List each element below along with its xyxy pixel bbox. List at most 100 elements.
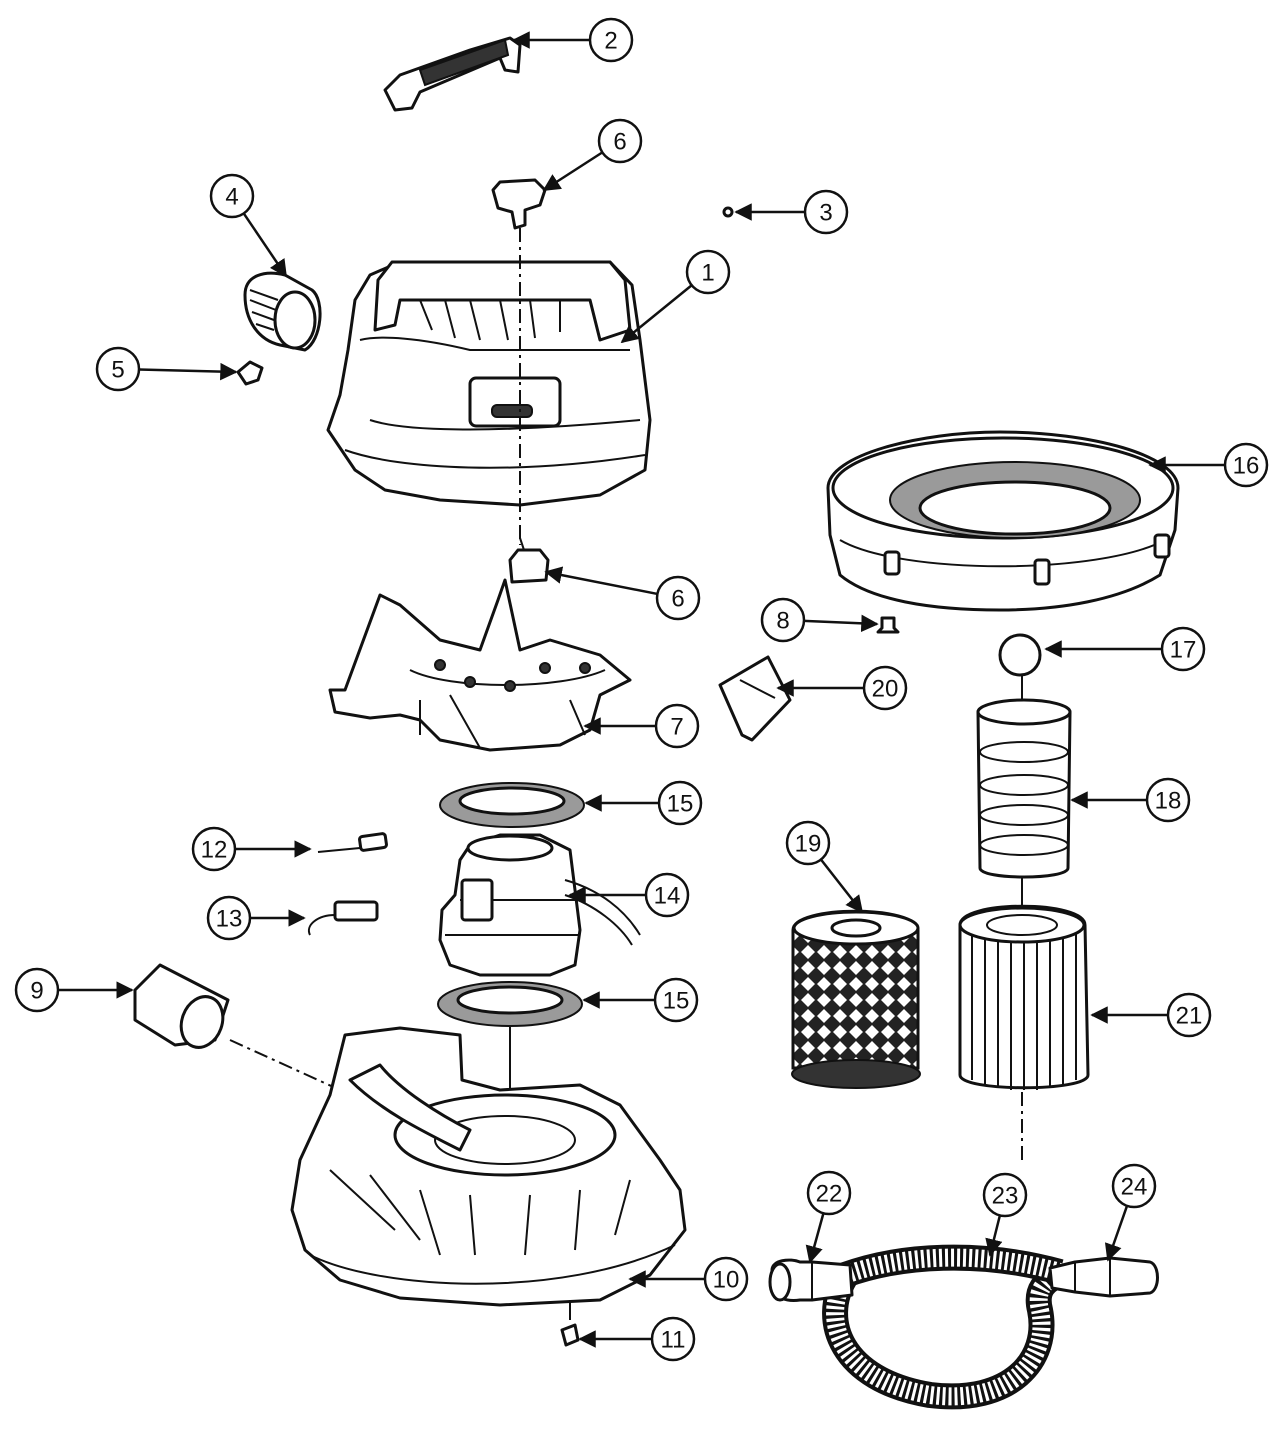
carry-handle-part: [383, 36, 522, 112]
callout-number: 1: [701, 260, 714, 287]
callout-12: 12: [191, 826, 312, 872]
callout-number: 20: [872, 676, 899, 703]
screw-part-8: [876, 616, 900, 634]
callout-circle: [1223, 442, 1269, 488]
callout-number: 4: [225, 184, 238, 211]
small-screw-part: [722, 206, 734, 218]
callout-circle: [1111, 1163, 1157, 1209]
callout-13: 13: [206, 895, 306, 941]
callout-number: 15: [663, 988, 690, 1015]
callout-circle: [1166, 992, 1212, 1038]
callout-circle: [644, 872, 690, 918]
cartridge-filter-part: [958, 904, 1090, 1090]
callout-circle: [653, 977, 699, 1023]
callout-leader-line: [985, 1215, 1003, 1257]
callout-19: 19: [785, 820, 864, 914]
callout-3: 3: [734, 189, 849, 235]
callout-number: 11: [661, 1327, 686, 1354]
callout-circle: [95, 346, 141, 392]
hose-assembly-part: [768, 1244, 1159, 1410]
callout-4: 4: [209, 173, 288, 278]
callout-number: 15: [667, 791, 694, 818]
base-part: [290, 1026, 687, 1320]
callout-leader-line: [620, 284, 693, 344]
callout-1: 1: [620, 249, 731, 344]
callout-11: 11: [578, 1316, 696, 1362]
callout-number: 19: [795, 831, 822, 858]
callout-circle: [191, 826, 237, 872]
callout-number: 6: [613, 129, 626, 156]
callout-leader-line: [819, 858, 864, 914]
callout-9: 9: [14, 967, 134, 1013]
adapter-sleeve-part: [133, 963, 230, 1049]
callout-15: 15: [582, 977, 699, 1023]
callout-circle: [1145, 777, 1191, 823]
callout-circle: [654, 703, 700, 749]
gasket-ring-lower: [437, 981, 583, 1027]
filter-ring-part: [826, 430, 1180, 612]
callout-leader-line: [242, 212, 288, 278]
callout-number: 5: [111, 357, 124, 384]
connector-part: [307, 900, 379, 936]
callout-number: 2: [604, 28, 617, 55]
callout-16: 16: [1148, 442, 1269, 488]
motor-housing-part: [326, 260, 652, 507]
callout-circle: [597, 118, 643, 164]
callout-20: 20: [776, 665, 908, 711]
callout-15: 15: [584, 780, 703, 826]
callout-8: 8: [760, 597, 879, 643]
callout-circle: [14, 967, 60, 1013]
sleeve-axis-line: [229, 1039, 341, 1091]
callout-leader-line: [542, 151, 604, 192]
callout-circle: [803, 189, 849, 235]
callout-circle: [760, 597, 806, 643]
callout-number: 17: [1170, 637, 1197, 664]
callout-circle: [703, 1256, 749, 1302]
callout-circle: [206, 895, 252, 941]
callout-6: 6: [544, 566, 701, 621]
callout-number: 12: [201, 837, 228, 864]
callout-number: 21: [1176, 1003, 1203, 1030]
screw-part-5: [236, 360, 264, 386]
callout-circle: [982, 1172, 1028, 1218]
switch-part: [508, 537, 550, 584]
callout-14: 14: [568, 872, 690, 918]
callout-number: 22: [816, 1181, 843, 1208]
callout-circle: [1160, 626, 1206, 672]
hose-port-part: [243, 271, 322, 352]
callout-24: 24: [1104, 1163, 1157, 1262]
callout-leader-line: [803, 614, 879, 633]
clip-part: [718, 655, 792, 742]
float-ball-part: [998, 633, 1042, 677]
callout-circle: [655, 575, 701, 621]
callout-circle: [657, 780, 703, 826]
callout-number: 13: [216, 906, 243, 933]
callout-2: 2: [512, 17, 634, 63]
callout-circle: [650, 1316, 696, 1362]
callout-number: 14: [654, 883, 681, 910]
callout-number: 6: [671, 586, 684, 613]
callout-22: 22: [805, 1170, 852, 1264]
callout-23: 23: [982, 1172, 1028, 1257]
callout-number: 10: [713, 1267, 740, 1294]
callout-leader-line: [805, 1212, 825, 1264]
callout-7: 7: [583, 703, 700, 749]
callout-number: 16: [1233, 453, 1260, 480]
callout-number: 3: [819, 200, 832, 227]
callout-number: 18: [1155, 788, 1182, 815]
callout-17: 17: [1044, 626, 1206, 672]
callout-number: 7: [670, 714, 683, 741]
float-cage-part: [976, 698, 1072, 879]
power-cord-lead-part: [317, 832, 388, 853]
foam-filter-part: [791, 909, 921, 1089]
callout-10: 10: [628, 1256, 749, 1302]
callout-circle: [588, 17, 634, 63]
callout-circle: [862, 665, 908, 711]
callout-leader-line: [1104, 1205, 1129, 1262]
callout-circle: [785, 820, 831, 866]
callout-leader-line: [138, 362, 238, 381]
gasket-ring-upper: [439, 782, 585, 828]
callout-18: 18: [1070, 777, 1191, 823]
